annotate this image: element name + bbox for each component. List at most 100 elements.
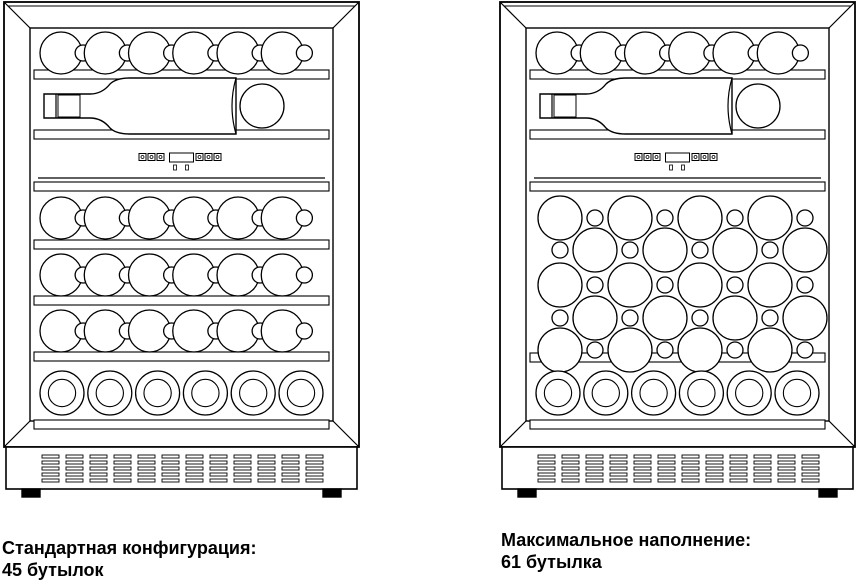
- vent-slot: [729, 454, 748, 459]
- vent-slot: [65, 454, 84, 459]
- cabinet-foot: [818, 488, 838, 498]
- vent-slot: [137, 472, 156, 477]
- display-window: [169, 152, 194, 163]
- vent-grille: [537, 454, 820, 483]
- vent-slot: [161, 478, 180, 483]
- vent-slot: [729, 466, 748, 471]
- bottle-bottom-punt: [639, 378, 668, 408]
- vent-slot: [585, 460, 604, 465]
- vent-slot: [89, 478, 108, 483]
- stacked-bottle-base: [607, 195, 653, 241]
- vent-slot: [705, 454, 724, 459]
- control-button-dot: [158, 155, 163, 159]
- control-button-dot: [702, 155, 707, 159]
- stacked-bottle-base: [747, 262, 793, 308]
- shelf-mixed: [529, 31, 826, 80]
- vent-slot: [113, 478, 132, 483]
- shelf-rail: [33, 181, 330, 192]
- stacked-bottle-base: [537, 262, 583, 308]
- bottle-bottom-punt: [286, 378, 316, 408]
- stacked-bottle-base: [572, 295, 618, 341]
- stacked-bottle-neck: [586, 276, 604, 294]
- vent-slot: [185, 460, 204, 465]
- stacked-bottle-neck: [726, 209, 744, 227]
- vent-slot: [657, 466, 676, 471]
- shelf-bottoms: [529, 370, 826, 430]
- vent-slot: [281, 454, 300, 459]
- stacked-bottle-neck: [761, 309, 779, 327]
- vent-slot: [753, 478, 772, 483]
- vent-slot: [137, 466, 156, 471]
- vent-slot: [681, 466, 700, 471]
- vent-slot: [777, 472, 796, 477]
- vent-slot: [609, 466, 628, 471]
- vent-slot: [233, 472, 252, 477]
- vent-slot: [209, 478, 228, 483]
- stacked-bottle-neck: [586, 209, 604, 227]
- caption-maximum-filling: Максимальное наполнение: 61 бутылка: [501, 529, 751, 573]
- wine-cooler-maximum: [499, 1, 856, 498]
- vent-slot: [65, 472, 84, 477]
- stacked-bottle-neck: [551, 309, 569, 327]
- vent-slot: [537, 472, 556, 477]
- frame-corner-line: [499, 420, 527, 448]
- vent-slot: [729, 460, 748, 465]
- stacked-bottle-base: [537, 195, 583, 241]
- vent-slot: [137, 478, 156, 483]
- vent-slot: [801, 472, 820, 477]
- stacked-bottle-neck: [621, 241, 639, 259]
- stacked-bottle-base: [677, 195, 723, 241]
- vent-slot: [561, 460, 580, 465]
- control-button-dot: [140, 155, 145, 159]
- stacked-bottle-neck: [761, 241, 779, 259]
- bottle-bottom-punt: [191, 378, 220, 408]
- vent-slot: [681, 478, 700, 483]
- vent-slot: [681, 460, 700, 465]
- shelf-bottle: [529, 77, 826, 140]
- caption-maximum-count: 61 бутылка: [501, 552, 602, 572]
- shelf-rail: [529, 181, 826, 192]
- stacked-bottle-neck: [691, 309, 709, 327]
- vent-slot: [537, 454, 556, 459]
- vent-slot: [257, 472, 276, 477]
- stacked-bottle-base: [572, 227, 618, 273]
- vent-slot: [305, 478, 324, 483]
- stacked-bottle-neck: [726, 276, 744, 294]
- bottle-base-circle: [735, 83, 781, 129]
- stacked-bottle-base: [642, 295, 688, 341]
- stacked-bottle-base: [782, 227, 828, 273]
- cabinet-foot: [322, 488, 342, 498]
- bottle-neck-circle: [295, 322, 314, 340]
- shelf-mixed: [33, 196, 330, 250]
- vent-slot: [705, 478, 724, 483]
- frame-corner-line: [828, 420, 856, 448]
- stacked-bottle-neck: [656, 341, 674, 359]
- stacked-bottle-base: [642, 227, 688, 273]
- led-indicator: [173, 164, 177, 171]
- vent-slot: [65, 460, 84, 465]
- led-indicator: [669, 164, 673, 171]
- caption-standard-title: Стандартная конфигурация:: [2, 538, 257, 558]
- shelf-stack: [529, 195, 828, 373]
- vent-slot: [729, 478, 748, 483]
- vent-slot: [777, 460, 796, 465]
- vent-slot: [585, 454, 604, 459]
- vent-slot: [753, 466, 772, 471]
- stacked-bottle-base: [607, 327, 653, 373]
- shelf-bottle: [33, 77, 330, 140]
- vent-slot: [801, 460, 820, 465]
- vent-slot: [585, 478, 604, 483]
- stacked-bottle-neck: [621, 309, 639, 327]
- vent-slot: [89, 460, 108, 465]
- caption-standard-configuration: Стандартная конфигурация: 45 бутылок: [2, 537, 256, 581]
- vent-slot: [185, 466, 204, 471]
- stacked-bottle-base: [677, 262, 723, 308]
- vent-slot: [281, 460, 300, 465]
- frame-corner-line: [3, 420, 31, 448]
- vent-slot: [41, 466, 60, 471]
- bottle-neck-circle: [295, 209, 314, 227]
- caption-standard-count: 45 бутылок: [2, 560, 104, 580]
- vent-slot: [281, 478, 300, 483]
- bottle-bottom-punt: [687, 378, 716, 408]
- vent-slot: [305, 454, 324, 459]
